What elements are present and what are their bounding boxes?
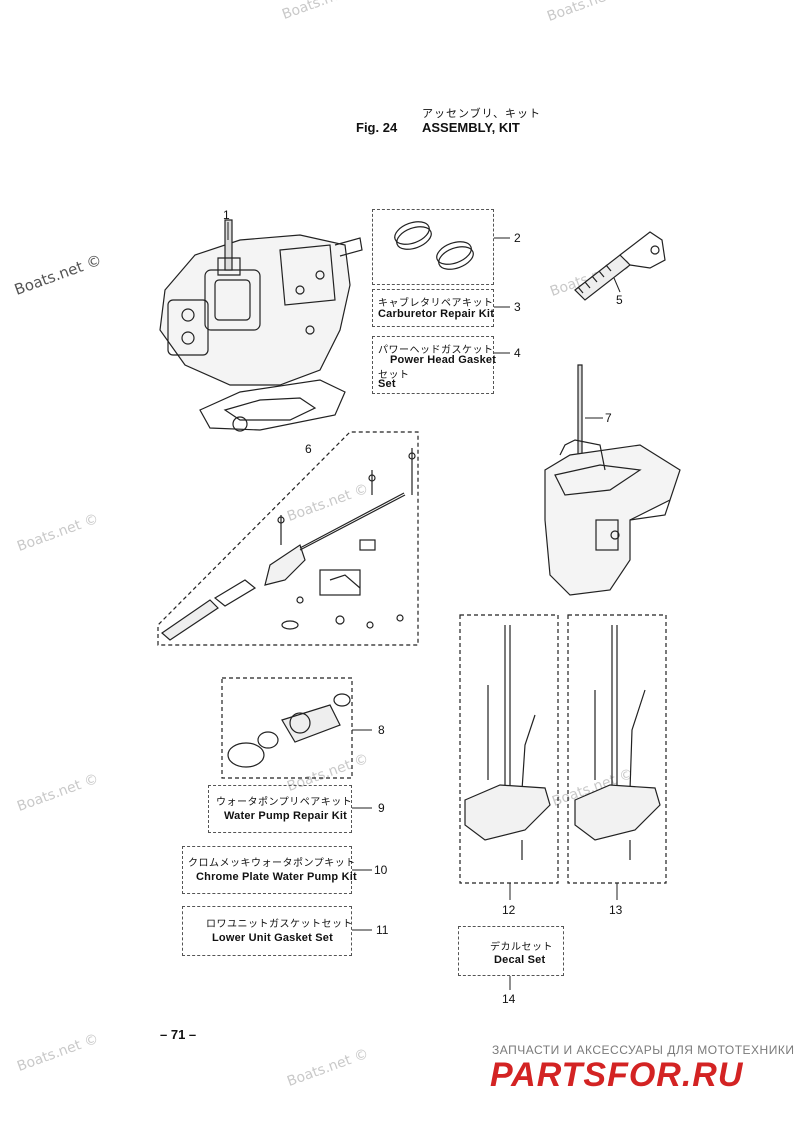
part-14-name-en: Decal Set (494, 954, 546, 966)
callout-11: 11 (376, 923, 389, 937)
water-pump-kit-box (208, 785, 352, 833)
part-10-name-en: Chrome Plate Water Pump Kit (196, 871, 357, 883)
lower-unit-illustration (544, 364, 681, 596)
callout-13: 13 (609, 903, 623, 917)
figure-number: Fig. 24 (356, 120, 398, 135)
callout-10: 10 (374, 863, 388, 877)
part-3-name-en: Carburetor Repair Kit (378, 308, 495, 320)
footer-logo-domain: FOR.RU (607, 1056, 744, 1094)
callout-4: 4 (514, 346, 521, 360)
callout-6: 6 (305, 442, 312, 456)
linkage-panel-outline (157, 431, 419, 646)
part-11-name-jp: ロワユニットガスケットセット (206, 919, 353, 930)
part-9-name-en: Water Pump Repair Kit (224, 810, 347, 822)
callout-3: 3 (514, 300, 521, 314)
lower-unit-kit-13-illustration (574, 625, 661, 860)
footer-logo: PARTSFOR.RU (490, 1056, 743, 1095)
water-pump-panel (221, 677, 353, 779)
tiller-handle-illustration (574, 231, 666, 301)
callout-5: 5 (616, 293, 623, 307)
callout-9: 9 (378, 801, 385, 815)
part-4-name-en2: Set (378, 378, 396, 390)
figure-title-jp: アッセンブリ、キット (422, 107, 542, 120)
piston-ring-box (372, 209, 494, 285)
part-4-name-en: Power Head Gasket (390, 354, 497, 366)
lower-unit-kit-12-illustration (464, 625, 551, 860)
part-10-name-jp: クロムメッキウォータポンプキット (188, 858, 356, 869)
gasket-kit-box (182, 906, 352, 956)
chrome-pump-kit-box (182, 846, 352, 894)
part-4-name-jp: パワーヘッドガスケット (378, 345, 494, 356)
decal-set-box (458, 926, 564, 976)
linkage-illustration (161, 448, 416, 641)
page-number: – 71 – (160, 1027, 197, 1042)
power-head-illustration (159, 219, 363, 432)
part-3-name-jp: キャブレタリペアキット (378, 298, 494, 309)
callout-8: 8 (378, 723, 385, 737)
lower-unit-kit-12-panel (459, 614, 559, 884)
callout-1: 1 (223, 208, 230, 222)
callout-2: 2 (514, 231, 521, 245)
part-11-name-en: Lower Unit Gasket Set (212, 932, 333, 944)
callout-14: 14 (502, 992, 516, 1006)
callout-12: 12 (502, 903, 516, 917)
figure-title-en: ASSEMBLY, KIT (422, 120, 520, 135)
water-pump-illustration (227, 693, 351, 768)
part-4-name-jp2: セット (378, 370, 410, 381)
piston-rings-illustration (394, 221, 474, 270)
callout-7: 7 (605, 411, 612, 425)
part-14-name-jp: デカルセット (490, 942, 553, 953)
footer-tagline: ЗАПЧАСТИ И АКСЕССУАРЫ ДЛЯ МОТОТЕХНИКИ (492, 1043, 795, 1057)
carburetor-kit-box (372, 289, 494, 327)
gasket-set-box (372, 336, 494, 394)
part-9-name-jp: ウォータポンプリペアキット (216, 797, 353, 808)
footer-logo-parts: PARTS (490, 1056, 608, 1094)
